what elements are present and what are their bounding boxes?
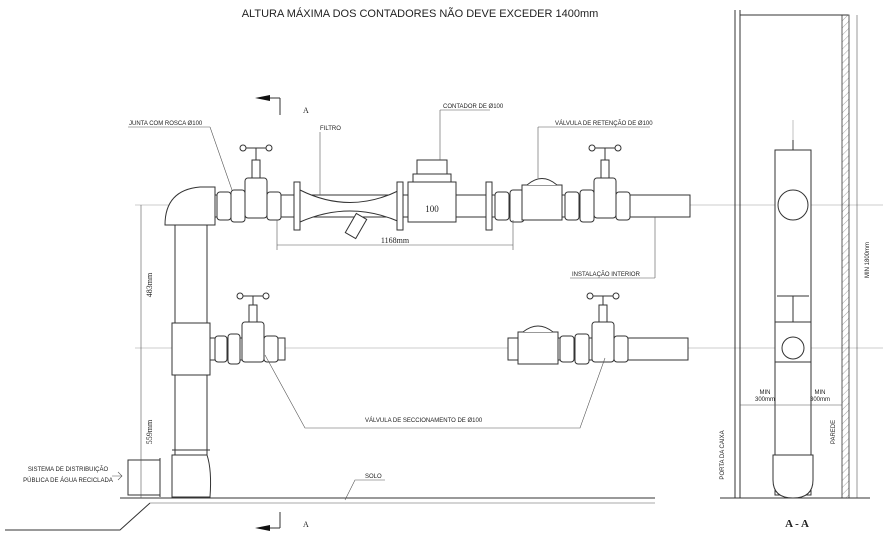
ground-slab bbox=[5, 497, 655, 531]
riser-pipe bbox=[127, 186, 216, 498]
section-marker-bottom: A bbox=[255, 512, 309, 531]
section-view bbox=[720, 10, 870, 499]
parede-label: PAREDE bbox=[831, 420, 837, 444]
gate-valve-3-icon bbox=[236, 292, 279, 363]
filter-icon bbox=[293, 181, 404, 240]
sistema-label-2: PÚBLICA DE ÁGUA RECICLADA bbox=[23, 477, 113, 484]
length-dimension: 1168mm bbox=[381, 236, 410, 245]
filtro-label: FILTRO bbox=[320, 126, 341, 132]
section-letter-top: A bbox=[303, 106, 309, 115]
upper-pipe-run: 100 bbox=[214, 144, 691, 240]
min-left-value: 300mm bbox=[755, 397, 775, 403]
check-valve-2-icon bbox=[517, 325, 559, 365]
water-meter-icon: 100 bbox=[407, 159, 493, 231]
gate-valve-2-icon bbox=[588, 144, 631, 221]
flow-arrow-icon bbox=[112, 471, 123, 481]
check-valve-icon bbox=[521, 178, 563, 221]
min-right-value: 300mm bbox=[810, 397, 830, 403]
union-fitting-2 bbox=[494, 189, 525, 223]
gate-valve-4-icon bbox=[586, 292, 629, 363]
instalacao-label: INSTALAÇÃO INTERIOR bbox=[572, 271, 641, 278]
union-fitting-3 bbox=[564, 189, 595, 223]
section-marker-top: A bbox=[255, 95, 309, 115]
meter-size-label: 100 bbox=[425, 204, 439, 214]
sistema-label-1: SISTEMA DE DISTRIBUIÇÃO bbox=[28, 466, 109, 473]
min-height-dimension: MIN 1800mm bbox=[865, 242, 871, 278]
union-fitting-1 bbox=[216, 189, 246, 223]
drawing-title: ALTURA MÁXIMA DOS CONTADORES NÃO DEVE EX… bbox=[242, 7, 599, 20]
porta-label: PORTA DA CAIXA bbox=[720, 430, 726, 479]
solo-label: SOLO bbox=[365, 474, 382, 480]
lower-height-dimension: 559mm bbox=[145, 419, 154, 444]
section-letter-bottom: A bbox=[303, 520, 309, 529]
junta-label: JUNTA COM ROSCA Ø100 bbox=[129, 121, 203, 127]
gate-valve-1-icon bbox=[239, 144, 282, 221]
contador-label: CONTADOR DE Ø100 bbox=[443, 104, 504, 110]
retencao-label: VÁLVULA DE RETENÇÃO DE Ø100 bbox=[555, 120, 653, 127]
upper-height-dimension: 483mm bbox=[145, 272, 154, 297]
lower-pipe-run bbox=[209, 292, 689, 365]
seccionamento-label: VÁLVULA DE SECCIONAMENTO DE Ø100 bbox=[365, 417, 483, 424]
min-left-label: MIN bbox=[760, 390, 771, 396]
section-title: A - A bbox=[785, 518, 809, 530]
min-right-label: MIN bbox=[815, 390, 826, 396]
